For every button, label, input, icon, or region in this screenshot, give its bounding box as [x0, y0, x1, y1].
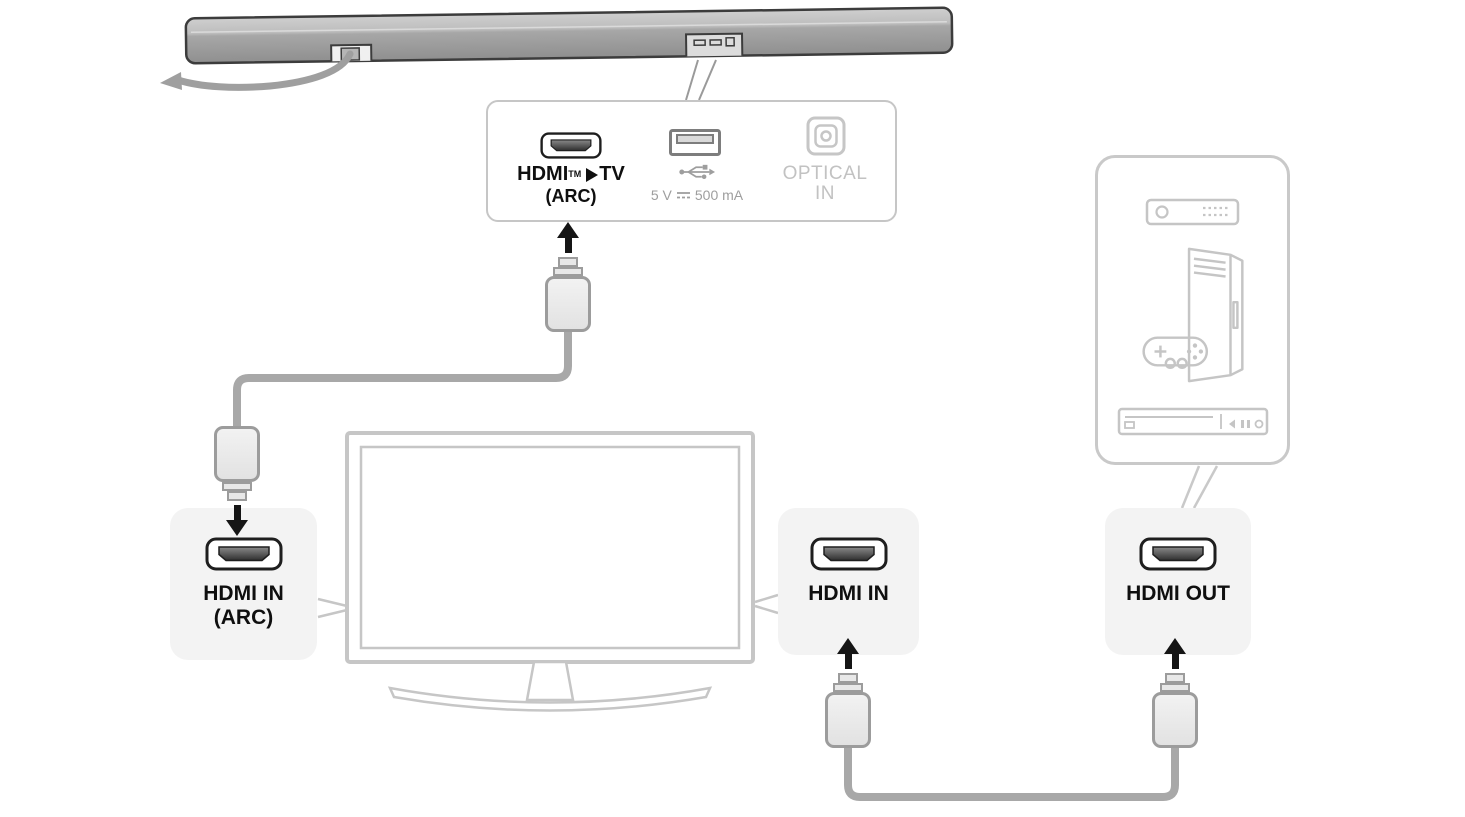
- usb-port-icon: [669, 129, 721, 156]
- usb-power-rating: 5 V 500 mA: [650, 187, 744, 203]
- power-cable-icon: [160, 50, 354, 91]
- tv-outline-icon: [345, 431, 755, 712]
- game-console-icon: [1142, 247, 1244, 383]
- hdmi-out-label: HDMI OUT: [1126, 582, 1230, 605]
- bluray-player-icon: [1117, 407, 1268, 436]
- hdmi-cable-device-tv: [844, 744, 1179, 801]
- hdmi-port-icon: [810, 537, 888, 571]
- arrow-up-icon: [837, 638, 859, 654]
- hdmi-arc-label-line2: (ARC): [545, 186, 597, 206]
- hdmi-plug-arc: [214, 426, 260, 536]
- right-triangle-icon: [586, 168, 599, 182]
- hdmi-in-arc-label: HDMI IN (ARC): [203, 582, 284, 629]
- devices-callout-lines: [1180, 465, 1219, 509]
- hdmi-in-label: HDMI IN: [808, 582, 889, 605]
- dc-symbol-icon: [676, 192, 690, 199]
- hdmi-plug-soundbar: [545, 222, 591, 332]
- hdmi-port-icon: [205, 537, 283, 571]
- hdmi-plug-tv-in: [825, 638, 871, 748]
- hdmi-arc-port-icon: [540, 132, 602, 159]
- hdmi-plug-device-out: [1152, 638, 1198, 748]
- arrow-down-icon: [226, 520, 248, 536]
- panel-callout-lines: [685, 59, 717, 101]
- hdmi-out-box: HDMI OUT: [1105, 508, 1251, 655]
- arrow-up-icon: [557, 222, 579, 238]
- tv-connection-wedges: [317, 593, 779, 619]
- optical-in-label: OPTICAL IN: [782, 163, 868, 204]
- usb-trident-icon: [679, 164, 716, 180]
- hdmi-port-icon: [1139, 537, 1217, 571]
- external-devices-box: [1095, 155, 1290, 465]
- soundbar-icon: [184, 6, 954, 65]
- hdmi-cable-soundbar-tv: [233, 326, 572, 430]
- arrow-up-icon: [1164, 638, 1186, 654]
- set-top-box-icon: [1145, 198, 1240, 226]
- hdmi-in-box: HDMI IN: [778, 508, 919, 655]
- optical-port-icon: [806, 116, 846, 156]
